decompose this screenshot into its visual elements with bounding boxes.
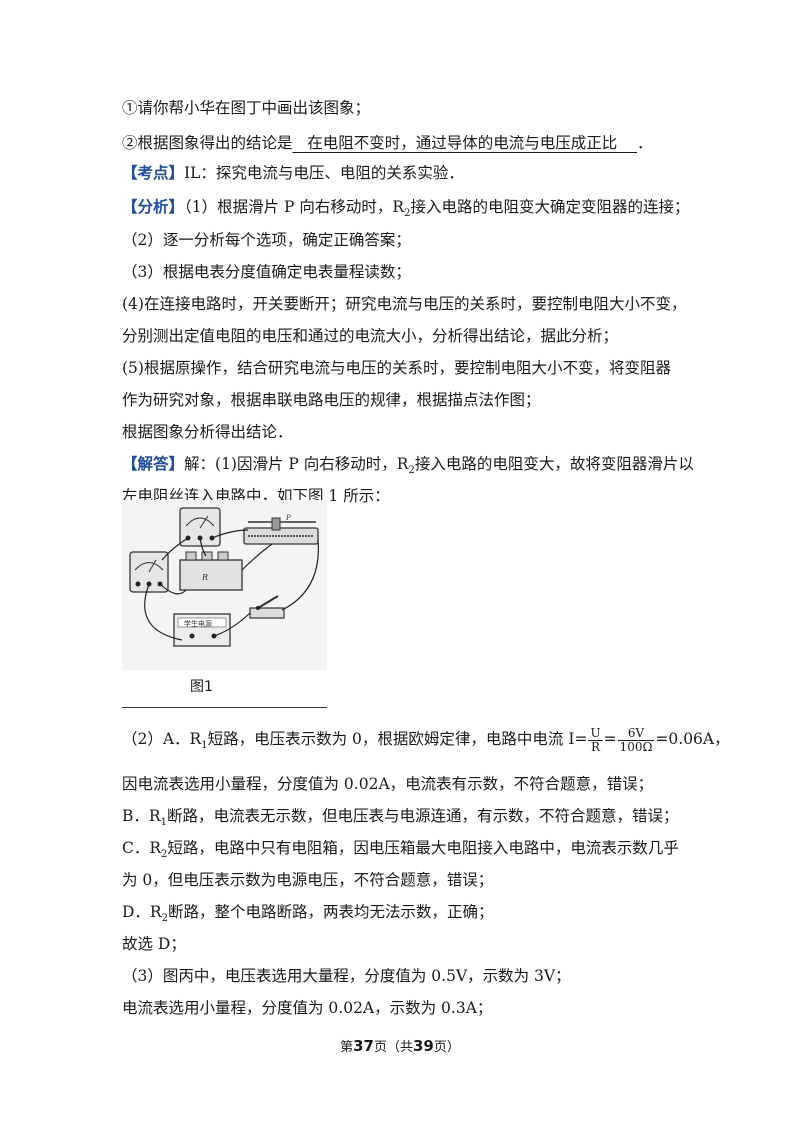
- ammeter-icon: [179, 507, 221, 547]
- svg-text:R: R: [201, 573, 208, 582]
- circuit-photo: R P 学生电源: [122, 500, 327, 670]
- analysis-line-2: （2）逐一分析每个选项，确定正确答案；: [122, 231, 411, 249]
- power-supply-label: 学生电源: [184, 619, 212, 628]
- conclusion-answer: 在电阻不变时，通过导体的电流与电压成正比: [292, 134, 638, 152]
- jieda-tag: 【解答】: [122, 454, 185, 473]
- kaodian-tag: 【考点】: [122, 163, 185, 182]
- solution-line-c2: 为 0，但电压表示数为电源电压，不符合题意，错误；: [122, 871, 494, 889]
- svg-text:P: P: [285, 514, 291, 522]
- total-pages: 39: [413, 1037, 434, 1055]
- question-line-1: ①请你帮小华在图丁中画出该图象；: [122, 99, 371, 117]
- solution-line-choice: 故选 D；: [122, 935, 186, 953]
- circuit-wires: [144, 529, 319, 641]
- analysis-line-3: （3）根据电表分度值确定电表量程读数；: [122, 263, 411, 281]
- power-supply-icon: 学生电源: [173, 613, 231, 647]
- analysis-line-7: 作为研究对象，根据串联电路电压的规律，根据描点法作图；: [122, 391, 541, 409]
- circuit-figure: R P 学生电源: [122, 500, 327, 708]
- solution-line-c: C．R2短路，电路中只有电阻箱，因电压箱最大电阻接入电路中，电流表示数几乎: [122, 839, 679, 861]
- fenxi-tag: 【分析】: [122, 197, 185, 216]
- conclusion-line: ②根据图象得出的结论是 在电阻不变时，通过导体的电流与电压成正比 ．: [122, 134, 653, 152]
- solution-line-d: D．R2断路，整个电路断路，两表均无法示数，正确；: [122, 903, 494, 925]
- solution-line-3: （3）图丙中，电压表选用大量程，分度值为 0.5V，示数为 3V；: [122, 967, 571, 985]
- solution-line-3b: 电流表选用小量程，分度值为 0.02A，示数为 0.3A；: [122, 999, 493, 1017]
- solution-line-b: B．R1断路，电流表无示数，但电压表与电源连通，有示数，不符合题意，错误；: [122, 807, 679, 829]
- resistance-box-icon: R: [179, 551, 243, 591]
- page-footer: 第37页（共39页）: [340, 1037, 460, 1055]
- kaodian-line: 【考点】IL：探究电流与电压、电阻的关系实验．: [122, 163, 464, 182]
- analysis-line-5: 分别测出定值电阻的电压和通过的电流大小，分析得出结论，据此分析；: [122, 327, 619, 345]
- analysis-line-4: (4)在连接电路时，开关要断开；研究电流与电压的关系时，要控制电阻大小不变，: [122, 295, 687, 313]
- jieda-line: 【解答】解：(1)因滑片 P 向右移动时，R2接入电路的电阻变大，故将变阻器滑片…: [122, 454, 694, 477]
- current-page: 37: [353, 1037, 374, 1055]
- figure-caption: 图1: [190, 679, 213, 695]
- rheostat-icon: P: [243, 514, 319, 545]
- analysis-line-6: (5)根据原操作，结合研究电流与电压的关系时，要控制电阻大小不变，将变阻器: [122, 359, 671, 377]
- solution-line-a2: 因电流表选用小量程，分度值为 0.02A，电流表有示数，不符合题意，错误；: [122, 775, 654, 793]
- fenxi-line: 【分析】（1）根据滑片 P 向右移动时，R2接入电路的电阻变大确定变阻器的连接；: [122, 197, 690, 220]
- analysis-line-8: 根据图象分析得出结论．: [122, 423, 293, 441]
